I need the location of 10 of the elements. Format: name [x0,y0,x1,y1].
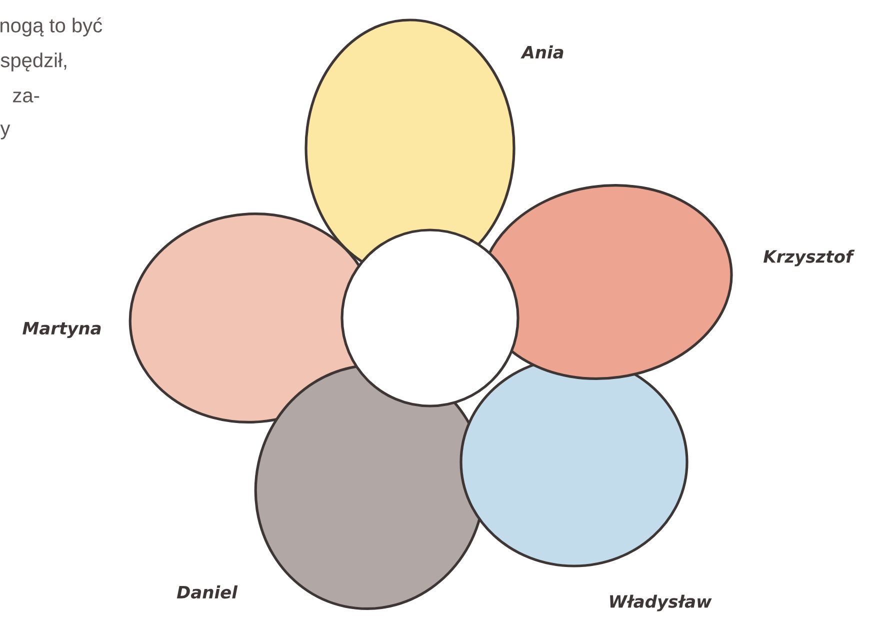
petal-label: Władysław [610,594,712,612]
petal-label: Martyna [22,322,101,338]
paragraph-line: za- [13,92,40,102]
paragraph-line: y [0,124,10,140]
paragraph-line: nogą to być [0,18,102,36]
paragraph-line: spędził, [0,52,66,72]
petal-label: Daniel [176,585,238,599]
petal-label: Krzysztof [764,250,855,266]
petal-label: Ania [520,45,564,59]
center-circle [340,228,520,408]
